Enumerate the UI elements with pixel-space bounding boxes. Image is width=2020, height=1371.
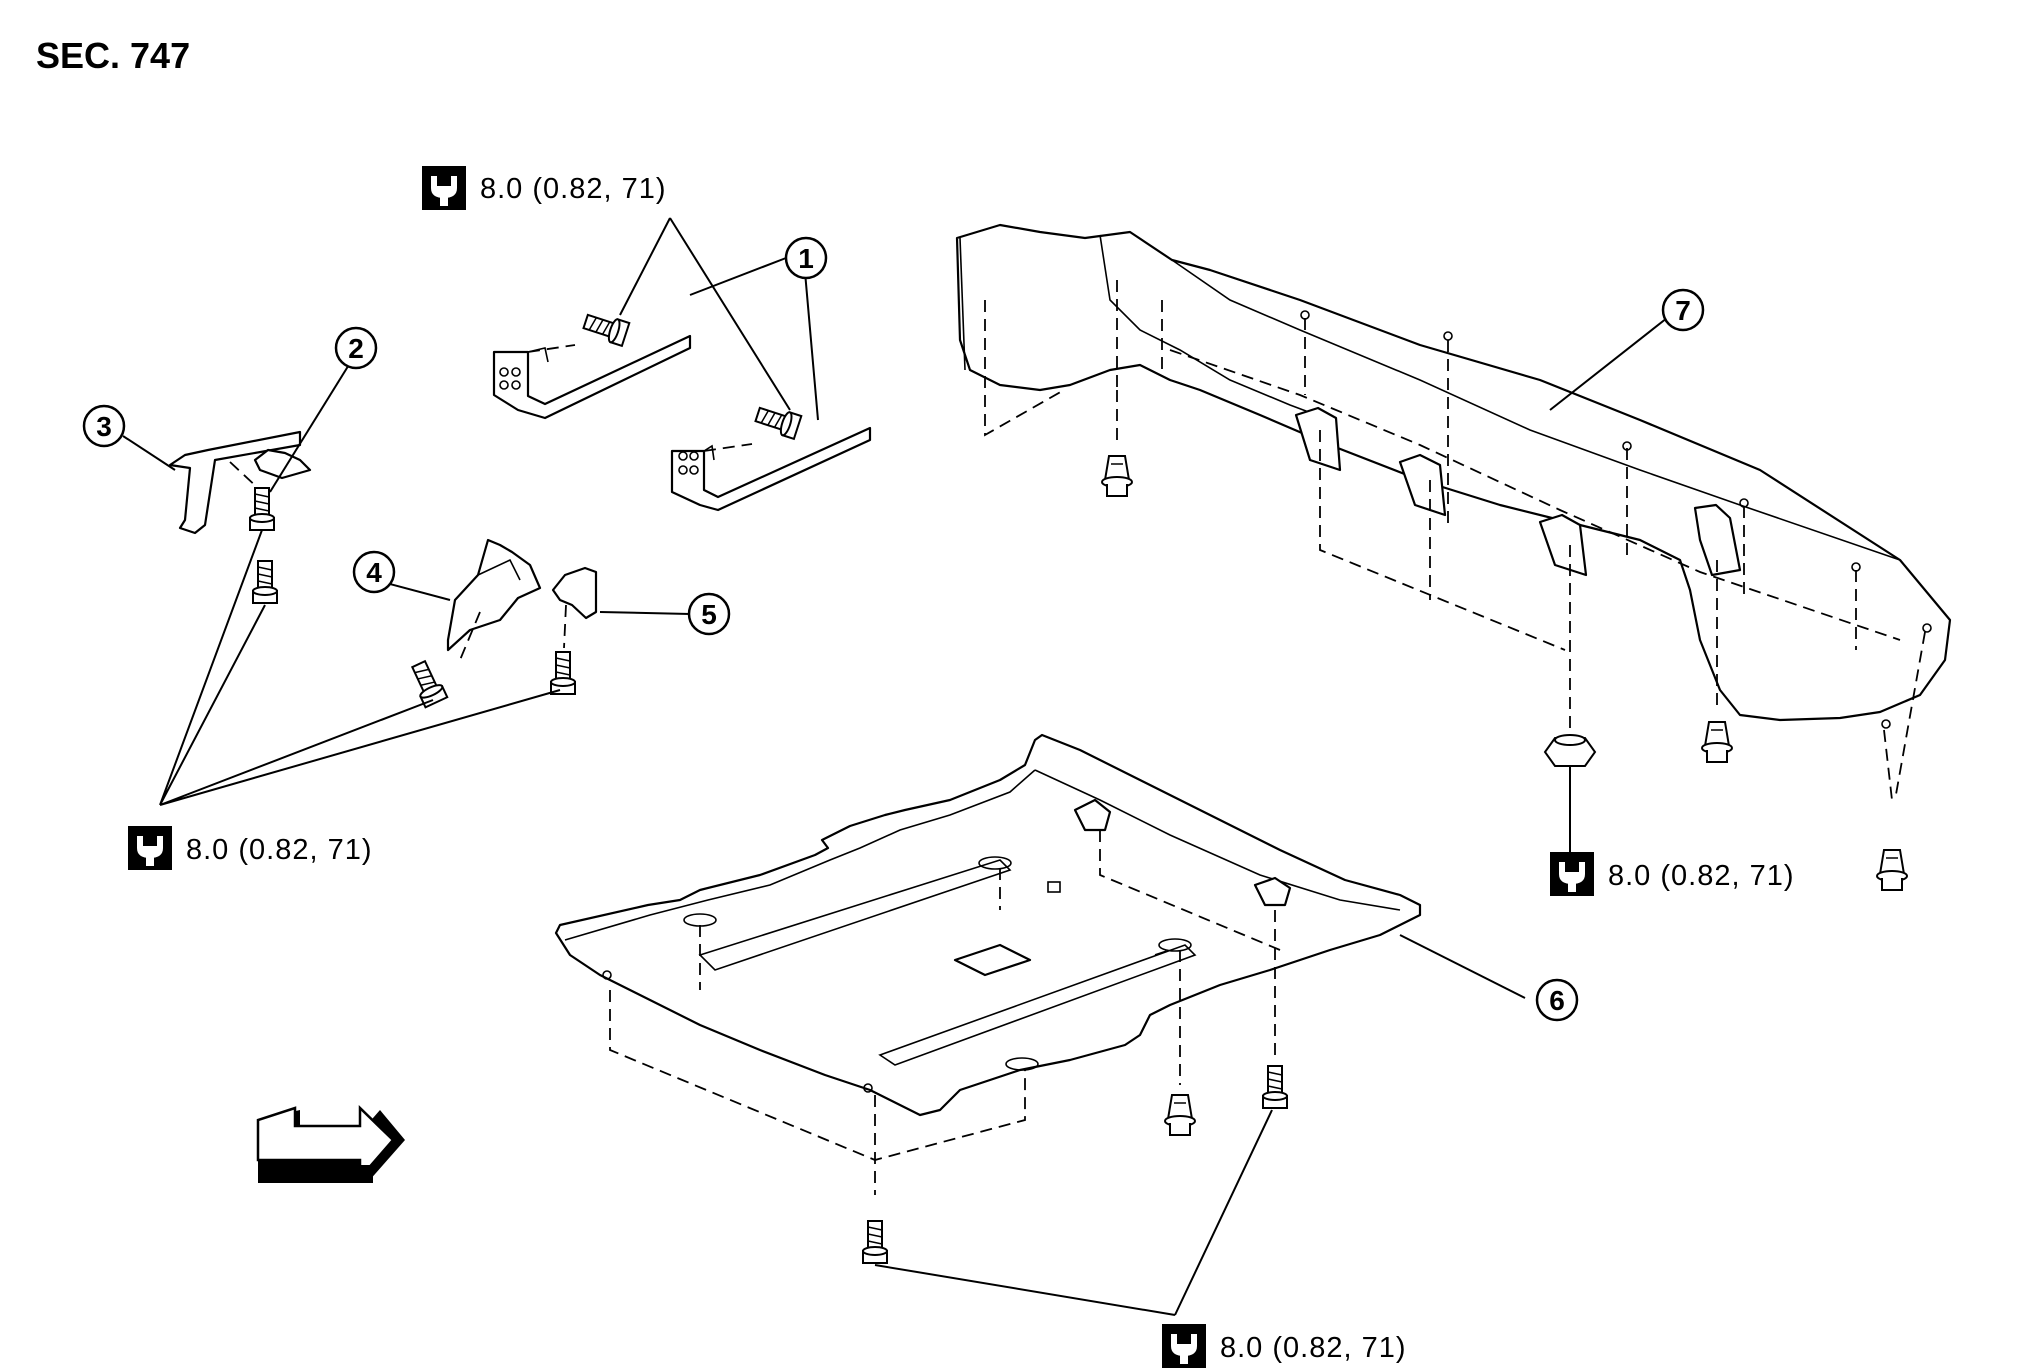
callout-leader — [689, 257, 819, 421]
clip-icon — [1101, 455, 1133, 497]
bracket-part-2 — [229, 448, 312, 491]
callout-leader — [269, 354, 356, 493]
under-cover-part-6 — [554, 733, 1422, 1195]
torque-spec-top: 8.0 (0.82, 71) — [422, 166, 667, 210]
callout-leader — [599, 611, 691, 615]
torque-leader — [159, 529, 561, 806]
torque-value: 8.0 (0.82, 71) — [186, 834, 373, 866]
clip-icon — [1164, 1094, 1196, 1136]
bolt-icon — [752, 402, 803, 440]
torque-wrench-icon — [128, 826, 172, 870]
callout-4: 4 — [352, 550, 396, 594]
callout-3: 3 — [82, 404, 126, 448]
clip-icon — [1701, 721, 1733, 763]
torque-leader — [619, 217, 791, 411]
svg-text:3: 3 — [96, 411, 112, 442]
section-label: SEC. 747 — [36, 35, 190, 76]
bolt-icon — [406, 658, 449, 709]
callout-7: 7 — [1661, 288, 1705, 332]
bracket-part-1 — [492, 334, 872, 512]
bolt-icon — [862, 1220, 888, 1264]
callout-leader — [122, 435, 176, 471]
bolt-icon — [580, 309, 631, 347]
callout-leader — [1399, 934, 1526, 999]
svg-text:4: 4 — [366, 557, 382, 588]
bolt-icon — [252, 560, 278, 604]
callout-5: 5 — [687, 592, 731, 636]
bracket-part-3 — [168, 430, 302, 535]
svg-text:5: 5 — [701, 599, 717, 630]
bolt-icon — [550, 651, 576, 695]
torque-spec-left: 8.0 (0.82, 71) — [128, 826, 373, 870]
clip-icon — [1876, 849, 1908, 891]
bracket-part-4 — [446, 538, 542, 661]
torque-value: 8.0 (0.82, 71) — [1220, 1332, 1407, 1364]
torque-value: 8.0 (0.82, 71) — [1608, 860, 1795, 892]
torque-wrench-icon — [422, 166, 466, 210]
torque-spec-bottom: 8.0 (0.82, 71) — [1162, 1324, 1407, 1368]
torque-leader — [874, 1109, 1273, 1316]
callout-1: 1 — [784, 236, 828, 280]
svg-text:2: 2 — [348, 333, 364, 364]
callout-leader — [1549, 317, 1668, 411]
svg-text:6: 6 — [1549, 985, 1565, 1016]
bolt-icon — [249, 487, 275, 531]
torque-wrench-icon — [1550, 852, 1594, 896]
svg-text:7: 7 — [1675, 295, 1691, 326]
callout-6: 6 — [1535, 978, 1579, 1022]
nut-icon — [1543, 734, 1597, 855]
callout-2: 2 — [334, 326, 378, 370]
rear-cover-part-7 — [955, 223, 1952, 801]
torque-wrench-icon — [1162, 1324, 1206, 1368]
torque-spec-right: 8.0 (0.82, 71) — [1550, 852, 1795, 896]
front-direction-arrow-icon — [256, 1105, 405, 1183]
bracket-part-5 — [551, 566, 598, 649]
bolt-icon — [1262, 1065, 1288, 1109]
torque-value: 8.0 (0.82, 71) — [480, 173, 667, 205]
svg-text:1: 1 — [798, 243, 814, 274]
